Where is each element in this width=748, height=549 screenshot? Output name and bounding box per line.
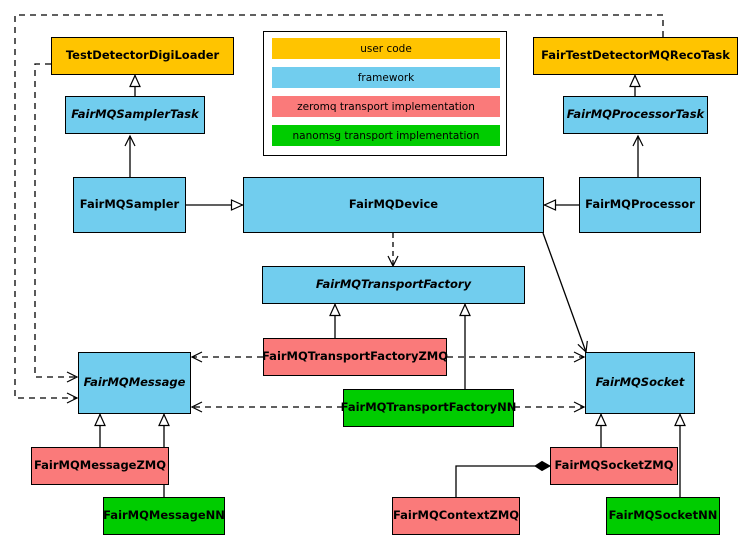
class-label-fairmqtransportfactoryzmq: FairMQTransportFactoryZMQ <box>262 349 449 364</box>
class-box-fairmqmessagenn[interactable]: FairMQMessageNN <box>103 497 225 535</box>
legend-item-framework: framework <box>272 67 500 88</box>
class-box-fairmqmessage[interactable]: FairMQMessage <box>78 352 191 414</box>
class-box-fairmqsamplertask[interactable]: FairMQSamplerTask <box>65 96 205 134</box>
class-box-fairmqsocket[interactable]: FairMQSocket <box>585 352 695 414</box>
relation-socketzmq-composes-contextzmq <box>455 460 552 497</box>
class-label-fairmqprocessortask: FairMQProcessorTask <box>566 107 705 122</box>
class-box-fairmqprocessortask[interactable]: FairMQProcessorTask <box>563 96 708 134</box>
class-box-fairmqmessagezmq[interactable]: FairMQMessageZMQ <box>31 447 169 485</box>
class-box-fairmqsocketnn[interactable]: FairMQSocketNN <box>606 497 720 535</box>
class-box-fairtestdetectormqrecotask[interactable]: FairTestDetectorMQRecoTask <box>533 37 738 75</box>
class-label-fairmqdevice: FairMQDevice <box>348 197 439 212</box>
class-label-fairmqsamplertask: FairMQSamplerTask <box>71 107 199 122</box>
legend-item-nanomsg: nanomsg transport implementation <box>272 125 500 146</box>
legend-item-user-code: user code <box>272 38 500 59</box>
class-box-fairmqtransportfactorynn[interactable]: FairMQTransportFactoryNN <box>340 389 517 427</box>
class-label-testdetectordigiloader: TestDetectorDigiLoader <box>65 48 220 63</box>
class-label-fairmqsocketnn: FairMQSocketNN <box>608 508 718 523</box>
class-label-fairmqcontextzmq: FairMQContextZMQ <box>392 508 520 523</box>
legend-label-zeromq: zeromq transport implementation <box>297 100 475 113</box>
class-label-fairmqmessagezmq: FairMQMessageZMQ <box>33 458 167 473</box>
class-label-fairmqsocket: FairMQSocket <box>595 375 685 390</box>
class-label-fairmqtransportfactorynn: FairMQTransportFactoryNN <box>340 400 517 415</box>
class-box-fairmqtransportfactoryzmq[interactable]: FairMQTransportFactoryZMQ <box>262 338 449 376</box>
class-label-fairmqtransportfactory: FairMQTransportFactory <box>315 277 472 292</box>
class-label-fairmqsocketzmq: FairMQSocketZMQ <box>554 458 674 473</box>
class-box-testdetectordigiloader[interactable]: TestDetectorDigiLoader <box>51 37 234 75</box>
class-label-fairmqmessagenn: FairMQMessageNN <box>103 508 225 523</box>
legend-label-framework: framework <box>357 71 415 84</box>
legend-item-zeromq: zeromq transport implementation <box>272 96 500 117</box>
class-box-fairmqsocketzmq[interactable]: FairMQSocketZMQ <box>550 447 678 485</box>
class-label-fairtestdetectormqrecotask: FairTestDetectorMQRecoTask <box>541 48 730 63</box>
legend-label-user-code: user code <box>360 42 412 55</box>
legend-panel: user code framework zeromq transport imp… <box>263 31 507 156</box>
class-label-fairmqprocessor: FairMQProcessor <box>585 197 695 212</box>
class-box-fairmqdevice[interactable]: FairMQDevice <box>243 177 544 233</box>
class-box-fairmqsampler[interactable]: FairMQSampler <box>73 177 186 233</box>
class-box-fairmqtransportfactory[interactable]: FairMQTransportFactory <box>262 266 525 304</box>
class-box-fairmqprocessor[interactable]: FairMQProcessor <box>579 177 701 233</box>
legend-label-nanomsg: nanomsg transport implementation <box>292 129 480 142</box>
class-label-fairmqsampler: FairMQSampler <box>79 197 180 212</box>
class-box-fairmqcontextzmq[interactable]: FairMQContextZMQ <box>392 497 520 535</box>
class-label-fairmqmessage: FairMQMessage <box>83 375 186 390</box>
relation-device-to-socket <box>542 232 588 354</box>
